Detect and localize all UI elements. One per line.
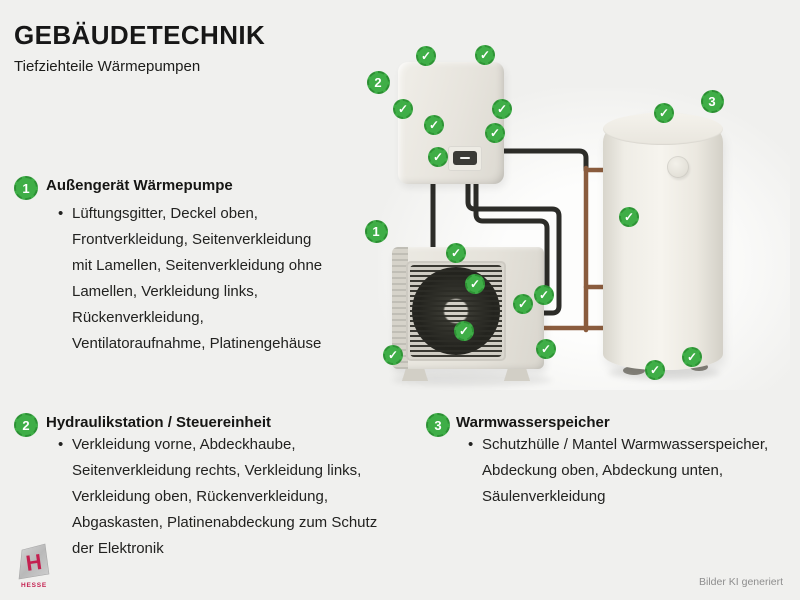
check-icon: ✓ [492,99,512,119]
diagram-badge-1: 1 [364,219,388,243]
page-title: GEBÄUDETECHNIK [14,20,266,50]
check-icon: ✓ [465,274,485,294]
section-3-badge: 3 [426,413,450,437]
section-2-heading: Hydraulikstation / Steuereinheit [46,414,272,431]
check-icon: ✓ [428,147,448,167]
check-icon: ✓ [383,345,403,365]
bullet-icon: • [58,205,64,222]
bullet-icon: • [58,436,64,453]
check-icon: ✓ [682,347,702,367]
outdoor-unit-slats [410,265,502,357]
outdoor-unit-grille [410,265,502,357]
check-icon: ✓ [446,243,466,263]
bullet-icon: • [468,436,474,453]
logo-wordmark: HESSE [20,582,48,589]
check-icon: ✓ [645,360,665,380]
section-2-list: • Verkleidung vorne, Abdeckhaube, Seiten… [58,432,378,562]
section-1-items: Lüftungsgitter, Deckel oben, Frontverkle… [72,205,323,352]
check-icon: ✓ [393,99,413,119]
tank-foot-left [623,366,645,375]
check-icon: ✓ [416,46,436,66]
section-1-badge: 1 [14,176,38,200]
check-icon: ✓ [536,339,556,359]
check-icon: ✓ [424,115,444,135]
logo-plate [18,543,50,580]
check-icon: ✓ [619,207,639,227]
section-3-heading: Warmwasserspeicher [456,414,610,431]
outdoor-unit-foot-right [504,369,530,381]
check-icon: ✓ [513,294,533,314]
logo-letter: H [24,549,43,576]
page-subtitle: Tiefziehteile Wärmepumpen [14,58,201,75]
check-icon: ✓ [485,123,505,143]
image-credit: Bilder KI generiert [699,576,784,588]
outdoor-unit-foot-left [402,369,428,381]
section-3-items: Schutzhülle / Mantel Warmwasserspeicher,… [482,436,769,505]
hot-water-tank-cap [667,156,689,178]
check-icon: ✓ [454,321,474,341]
check-icon: ✓ [534,285,554,305]
section-2-badge: 2 [14,413,38,437]
hydraulic-station-display-readout [460,157,470,159]
section-2-items: Verkleidung vorne, Abdeckhaube, Seitenve… [72,436,378,557]
diagram-badge-2: 2 [366,70,390,94]
outdoor-unit-side-panel [392,247,408,369]
diagram-badge-3: 3 [700,89,724,113]
hot-water-tank [603,112,723,370]
hesse-logo: H [18,543,50,580]
check-icon: ✓ [475,45,495,65]
section-1-list: • Lüftungsgitter, Deckel oben, Frontverk… [58,201,323,357]
check-icon: ✓ [654,103,674,123]
section-3-list: • Schutzhülle / Mantel Warmwasserspeiche… [468,432,769,510]
section-1-heading: Außengerät Wärmepumpe [46,177,233,194]
